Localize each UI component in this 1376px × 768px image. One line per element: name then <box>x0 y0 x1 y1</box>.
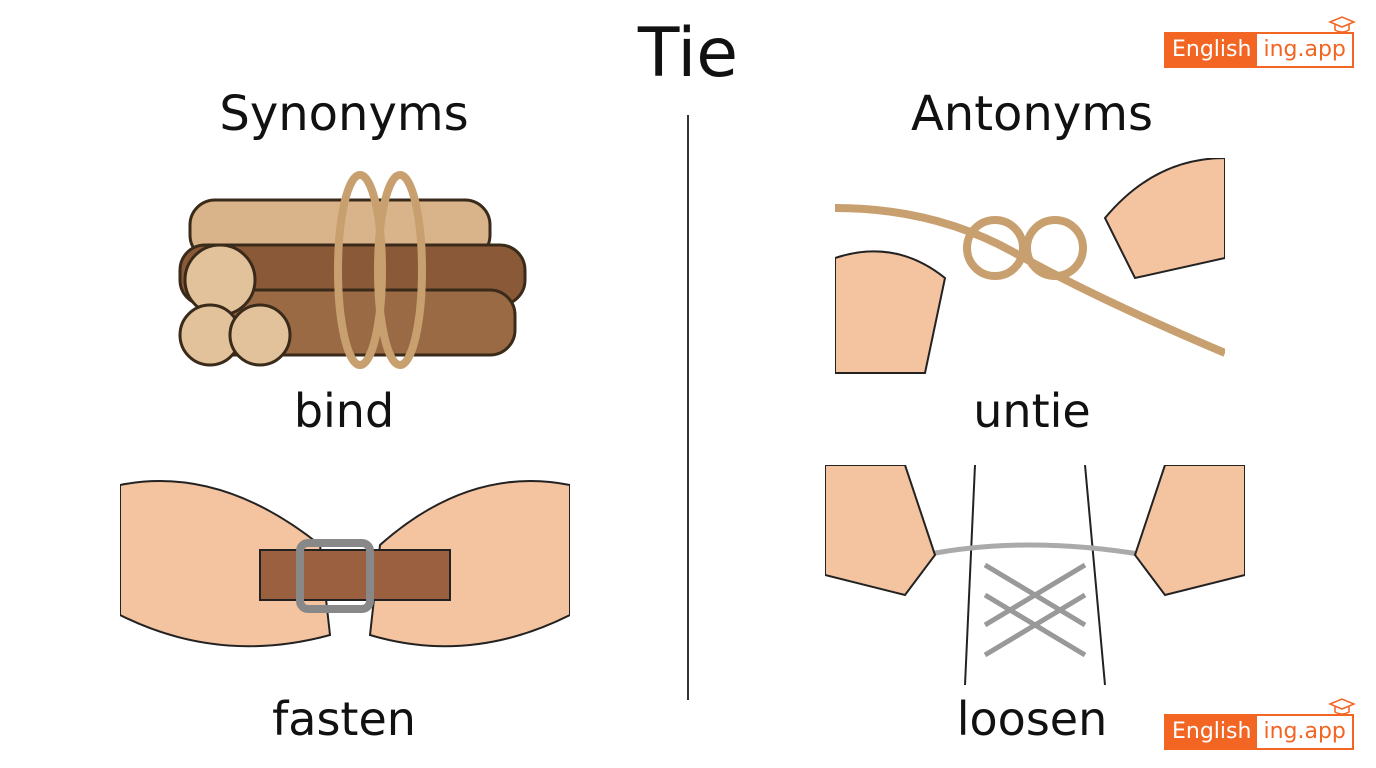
antonym-loosen: loosen <box>956 692 1108 746</box>
synonyms-heading: Synonyms <box>219 86 469 142</box>
graduation-cap-icon <box>1327 16 1356 33</box>
logo-part2: ing.app <box>1263 37 1346 62</box>
antonyms-heading: Antonyms <box>910 86 1154 142</box>
shoelace-icon <box>825 465 1245 685</box>
page-title: Tie <box>637 14 739 93</box>
synonym-bind: bind <box>293 384 395 438</box>
belt-buckle-icon <box>120 480 570 648</box>
synonym-fasten: fasten <box>272 692 416 746</box>
logo-part2: ing.app <box>1263 719 1346 744</box>
logo-part1: English <box>1166 716 1258 748</box>
antonym-untie: untie <box>973 384 1091 438</box>
divider <box>687 115 689 700</box>
rope-knot-icon <box>835 158 1225 374</box>
bundled-logs-icon <box>178 171 527 369</box>
graduation-cap-icon <box>1327 698 1356 715</box>
logo-part1: English <box>1166 34 1258 66</box>
